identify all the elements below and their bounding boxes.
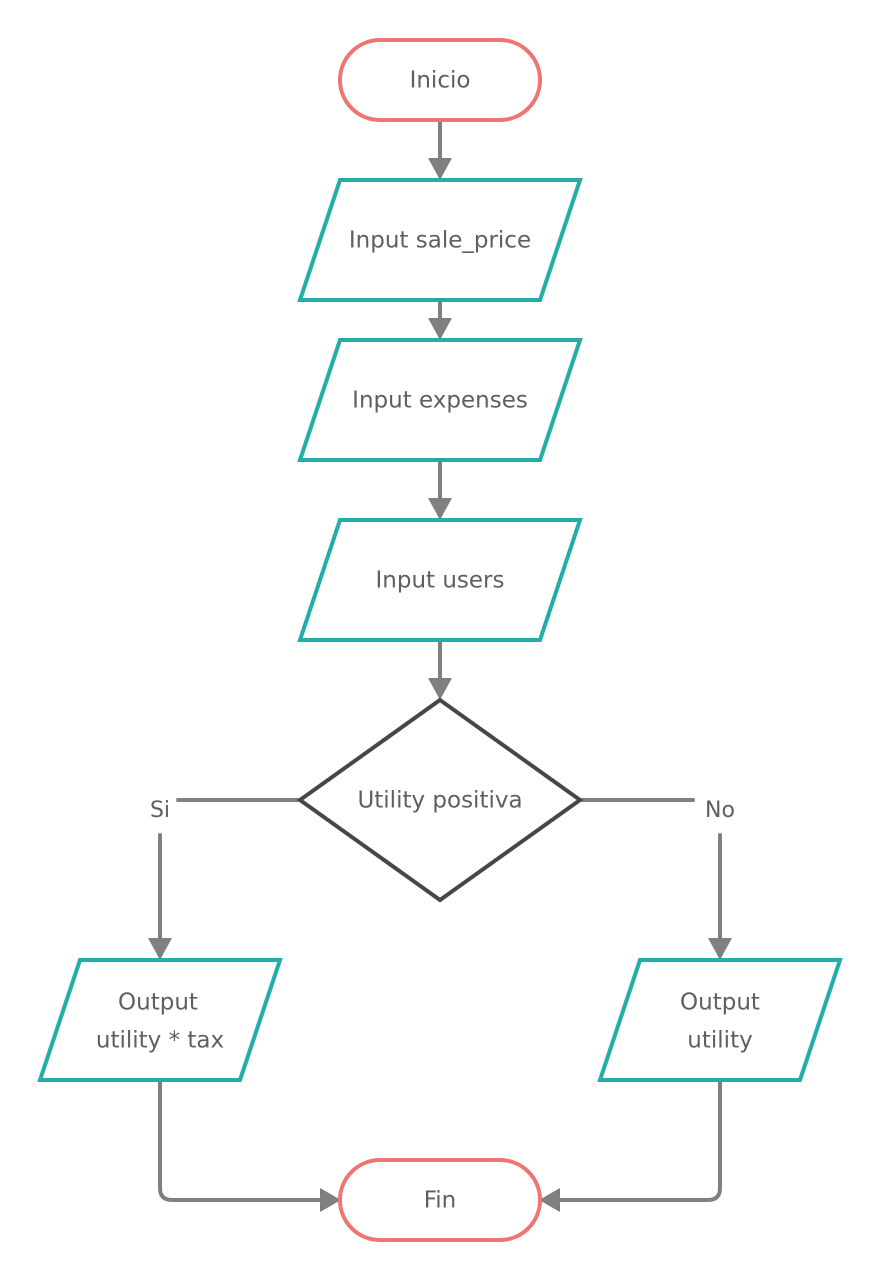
decision-label: Utility positiva [357,788,522,814]
end-terminal-shape [338,1158,542,1242]
branch-label-yes: Si [150,798,170,823]
arrowhead-sale-price [428,158,452,180]
decision-node: Utility positiva [296,697,584,903]
arrowhead-decision [428,678,452,700]
input-users-label: Input users [375,568,504,594]
start-node: Inicio [338,38,542,122]
output-plain-shape [597,958,843,1082]
arrowhead-output-taxed [148,938,172,960]
decision-diamond-shape [296,697,584,903]
end-label: Fin [424,1188,457,1214]
output-taxed-shape [37,958,283,1082]
edge-output-taxed-to-end [158,1078,324,1202]
output-plain-node: Output utility [597,958,843,1082]
arrowhead-end-left [320,1188,341,1212]
output-plain-label-line-1: Output [680,990,760,1016]
arrowhead-end-right [539,1188,560,1212]
input-sale-price-node: Input sale_price [297,178,583,302]
input-sale-price-shape [297,178,583,302]
edge-output-plain-to-end [556,1078,722,1202]
start-terminal-shape [338,38,542,122]
connectors [148,119,732,1212]
input-sale-price-label: Input sale_price [349,228,531,254]
input-expenses-label: Input expenses [352,388,528,414]
output-taxed-node: Output utility * tax [37,958,283,1082]
arrowhead-expenses [428,318,452,340]
input-users-shape [297,518,583,642]
arrowhead-users [428,498,452,520]
output-plain-label-line-2: utility [687,1028,752,1054]
branch-label-no: No [705,798,735,823]
input-users-node: Input users [297,518,583,642]
input-expenses-node: Input expenses [297,338,583,462]
start-label: Inicio [410,68,471,94]
arrowhead-output-plain [708,938,732,960]
output-taxed-label-line-1: Output [118,990,198,1016]
end-node: Fin [338,1158,542,1242]
input-expenses-shape [297,338,583,462]
output-taxed-label-line-2: utility * tax [96,1028,224,1054]
